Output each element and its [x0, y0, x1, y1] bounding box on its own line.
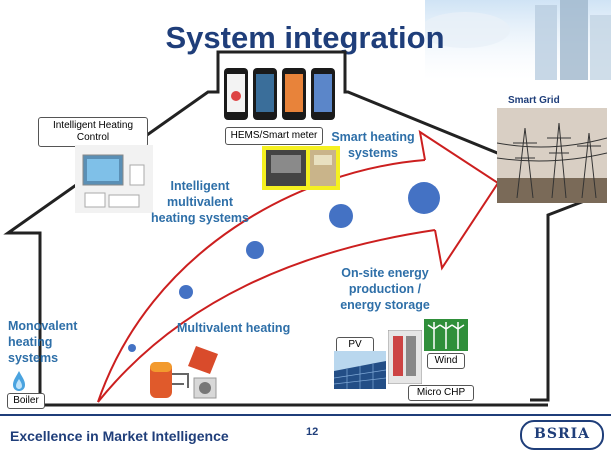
wind-label: Wind: [427, 353, 465, 369]
skyline-photo: [425, 0, 611, 80]
progress-dot-2: [179, 285, 193, 299]
smartphones-image: [224, 68, 335, 120]
progress-dot-3: [246, 241, 264, 259]
micro-chp-unit-image: [388, 330, 422, 384]
multivalent-heating-label: Multivalent heating: [177, 321, 291, 335]
intelligent-multivalent-label: Intelligent multivalent heating systems: [151, 179, 249, 225]
house-outline: [3, 50, 605, 402]
heating-control-photo: [75, 145, 153, 213]
bsria-logo: BSRIA: [520, 420, 604, 450]
progress-dot-5: [408, 182, 440, 214]
smart-meter-devices-image: [262, 146, 340, 190]
page-title: System integration: [165, 20, 445, 55]
progress-dot-4: [329, 204, 353, 228]
footer-rule: [0, 414, 611, 416]
intelligent-heating-control-label: Intelligent Heating Control: [38, 117, 148, 147]
onsite-energy-label: On-site energy production / energy stora…: [340, 266, 430, 312]
monovalent-label: Monovalent heating systems: [8, 319, 78, 365]
power-lines-photo: [497, 108, 607, 203]
smart-heating-systems-label: Smart heating systems: [331, 130, 415, 160]
micro-chp-label: Micro CHP: [408, 385, 474, 401]
arrow-curve-lower: [97, 229, 436, 403]
multivalent-system-image: [150, 346, 218, 399]
arrow-curve-upper: [97, 159, 426, 403]
hems-smart-meter-label: HEMS/Smart meter: [225, 127, 323, 145]
smart-grid-label: Smart Grid: [508, 95, 560, 106]
footer-tagline: Excellence in Market Intelligence: [10, 428, 229, 444]
boiler-label: Boiler: [7, 393, 45, 409]
flame-icon: [13, 371, 25, 391]
progress-dot-1: [128, 344, 136, 352]
pv-panels-image: [334, 351, 386, 389]
page-number: 12: [306, 426, 319, 438]
wind-turbines-image: [424, 319, 468, 351]
